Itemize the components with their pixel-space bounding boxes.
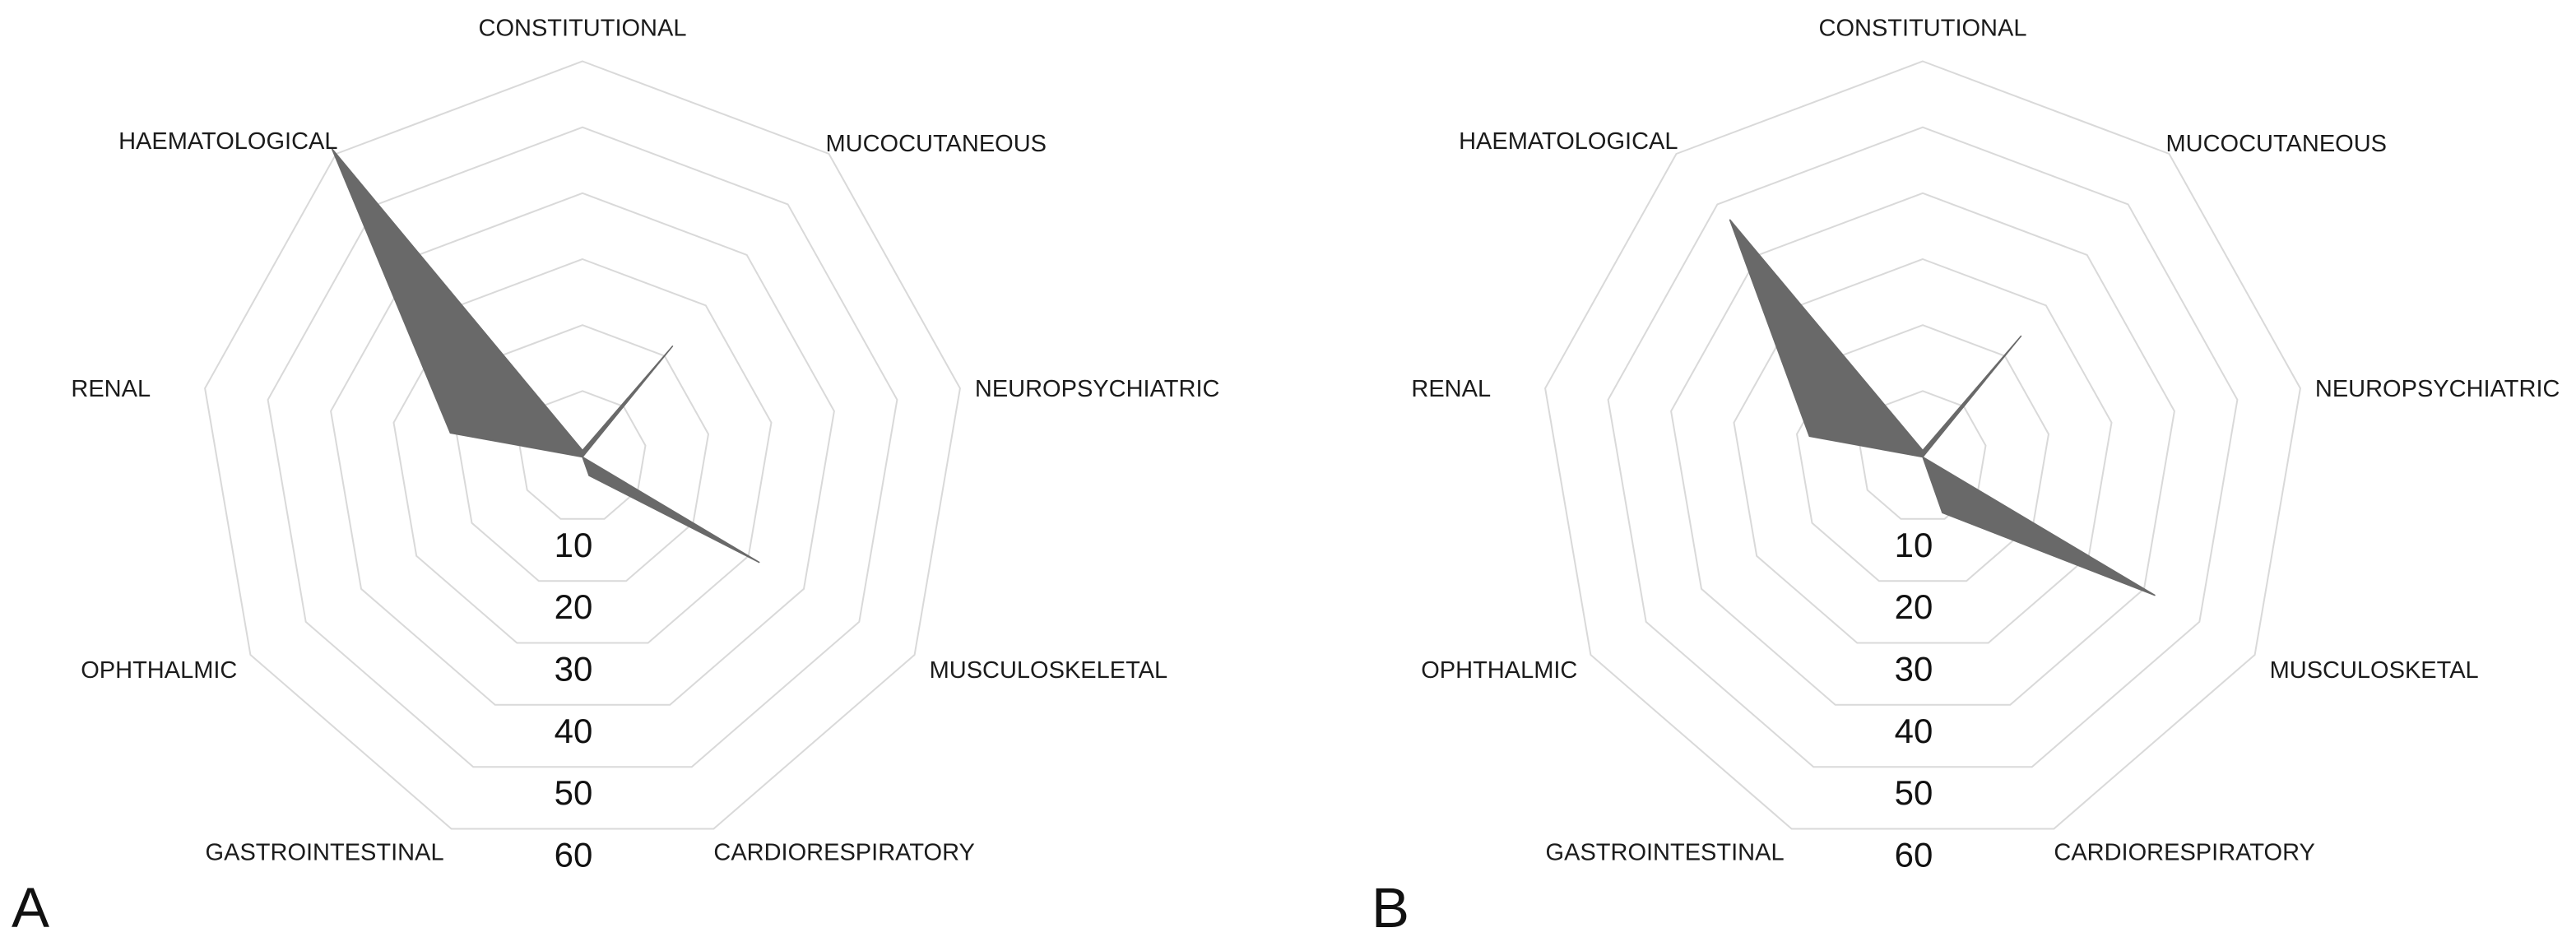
radial-tick-label: 60 <box>555 836 593 874</box>
radial-tick-label: 60 <box>1895 836 1933 874</box>
category-label: GASTROINTESTINAL <box>206 840 444 866</box>
grid-ring <box>1607 126 2239 768</box>
grid-ring <box>330 192 835 706</box>
category-label: NEUROPSYCHIATRIC <box>975 376 1220 402</box>
grid-ring <box>267 126 898 768</box>
category-label: CARDIORESPIRATORY <box>713 840 974 866</box>
category-label: HAEMATOLOGICAL <box>118 128 337 155</box>
grid-ring <box>1670 192 2175 706</box>
category-label: CONSTITUTIONAL <box>1819 16 2027 42</box>
category-label: NEUROPSYCHIATRIC <box>2315 376 2560 402</box>
category-label: CONSTITUTIONAL <box>479 16 687 42</box>
radial-tick-label: 20 <box>555 587 593 626</box>
category-label: OPHTHALMIC <box>81 657 237 684</box>
radial-tick-label: 10 <box>1895 526 1933 564</box>
radial-tick-label: 40 <box>1895 712 1933 750</box>
radar-chart-panel-a: 10 20 30 40 50 60 CONSTITUTIONAL MUCOCUTANEOUS N… <box>71 16 1219 874</box>
grid-ring <box>204 60 961 830</box>
category-label: CARDIORESPIRATORY <box>2054 840 2314 866</box>
data-series-polygon <box>1729 219 2156 596</box>
radial-tick-label: 40 <box>555 712 593 750</box>
grid-ring <box>1733 257 2113 644</box>
grid-ring <box>1544 60 2301 830</box>
radial-tick-label: 30 <box>555 650 593 689</box>
radial-tick-label: 10 <box>555 526 593 564</box>
radial-tick-label: 20 <box>1895 587 1933 626</box>
category-label: MUCOCUTANEOUS <box>826 131 1047 157</box>
category-label: OPHTHALMIC <box>1421 657 1577 684</box>
panel-letter-b: B <box>1372 876 1409 937</box>
category-label: MUSCULOSKELETAL <box>930 657 1168 684</box>
radial-tick-label: 30 <box>1895 650 1933 689</box>
category-label: RENAL <box>71 376 151 402</box>
category-label: MUCOCUTANEOUS <box>2166 131 2388 157</box>
data-series-polygon <box>331 148 760 564</box>
panel-letter-a: A <box>12 876 49 937</box>
category-label: HAEMATOLOGICAL <box>1459 128 1678 155</box>
category-label: RENAL <box>1411 376 1491 402</box>
radar-chart-panel-b: 10 20 30 40 50 60 CONSTITUTIONAL MUCOCUTANEOUS N… <box>1411 16 2560 874</box>
category-label: GASTROINTESTINAL <box>1546 840 1785 866</box>
radial-tick-label: 50 <box>555 773 593 812</box>
radial-tick-label: 50 <box>1895 773 1933 812</box>
category-label: MUSCULOSKETAL <box>2270 657 2479 684</box>
